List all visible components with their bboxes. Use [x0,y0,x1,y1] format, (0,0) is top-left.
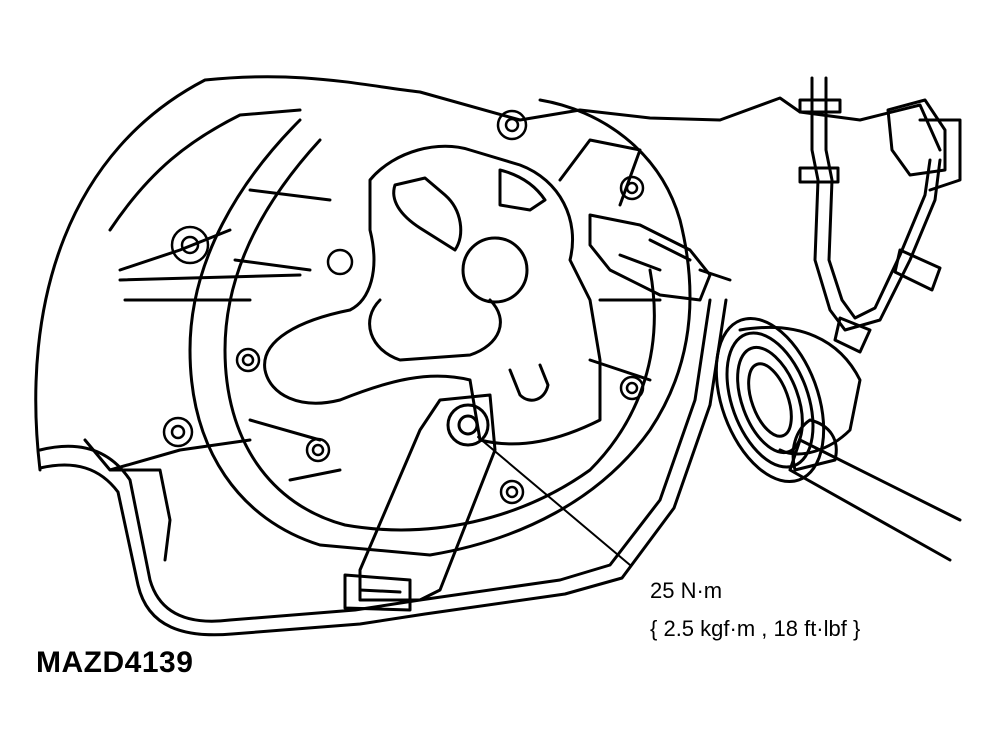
housing-arm-slot [392,176,463,252]
vent-hose-inner [824,76,932,320]
central-housing [263,144,602,446]
pipe-bracket [358,393,497,602]
bracket-bolt-head [446,403,490,447]
pipe-bracket-flange [343,573,412,612]
shaft-collar [791,418,838,472]
drive-shaft [788,438,962,562]
sensor-connector-detail [618,238,732,282]
sensor-bracket [558,138,642,207]
sensor-connector [588,213,712,302]
hose-clamps [798,98,942,354]
housing-hub [461,236,529,304]
torque-spec-metric: 25 N·m [650,578,723,603]
case-left-lower-edge [83,438,252,562]
case-rib-1 [118,273,302,302]
flange-bolts [162,109,645,505]
torque-leader-line [477,436,631,566]
lower-pipe [38,298,712,623]
housing-lower-lobe [368,298,502,362]
cv-boot [714,316,862,484]
figure-code: MAZD4139 [36,646,194,679]
flange-rib-set [233,188,662,482]
transaxle-case-outline [34,75,942,472]
torque-spec-alt-units: { 2.5 kgf·m , 18 ft·lbf } [650,616,861,641]
case-inner-edge [108,108,302,272]
housing-drain-spout [508,363,550,402]
flange-outline [188,98,692,557]
bracket-bolt-center [457,414,479,436]
connector-upper-right [886,98,962,192]
lower-pipe-inner [38,298,728,637]
flange-inner-rim [223,138,656,532]
housing-arm-upper [498,168,547,212]
vent-hose [810,76,942,332]
